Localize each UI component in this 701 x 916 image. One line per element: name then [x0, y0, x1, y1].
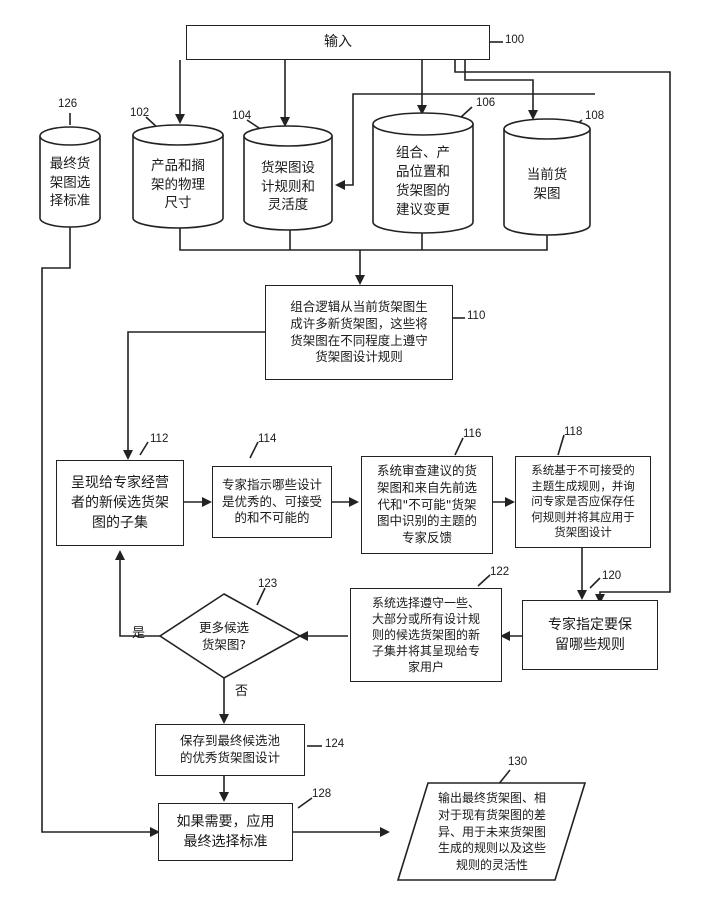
process-box-118: 系统基于不可接受的 主题生成规则，并询 问专家是否应保存任 何规则并将其应用于 …: [515, 456, 651, 548]
ref-124: 124: [325, 738, 344, 750]
process-box-124: 保存到最终候选池 的优秀货架图设计: [155, 724, 305, 776]
process-box-120: 专家指定要保 留哪些规则: [522, 600, 658, 670]
edge-110-112: [128, 332, 265, 458]
input-label: 输入: [324, 32, 352, 52]
ref-118: 118: [564, 426, 582, 438]
ref-leader-118: [558, 435, 564, 455]
process-118-label: 系统基于不可接受的 主题生成规则，并询 问专家是否应保存任 何规则并将其应用于 …: [531, 463, 635, 541]
edge-db-bus: [180, 225, 547, 250]
ref-100: 100: [505, 34, 524, 46]
ref-114: 114: [258, 433, 276, 445]
ref-leader-128: [298, 798, 312, 808]
ref-leader-112: [140, 442, 148, 455]
ref-112: 112: [150, 433, 168, 445]
ref-102: 102: [130, 107, 149, 119]
process-128-label: 如果需要，应用 最终选择标准: [177, 812, 275, 853]
process-box-128: 如果需要，应用 最终选择标准: [158, 803, 293, 861]
ref-126: 126: [58, 98, 77, 110]
process-122-label: 系统选择遵守一些、 大部分或所有设计规 则的候选货架图的新 子集并将其呈现给专 …: [372, 595, 480, 676]
process-box-114: 专家指示哪些设计 是优秀的、可接受 的和不可能的: [212, 466, 332, 538]
process-110-label: 组合逻辑从当前货架图生 成许多新货架图，这些将 货架图在不同程度上遵守 货架图设…: [290, 299, 428, 367]
database-102-label: 产品和搁 架的物理 尺寸: [133, 150, 223, 220]
ref-leader-123: [257, 588, 265, 605]
ref-leader-122: [478, 575, 490, 586]
process-114-label: 专家指示哪些设计 是优秀的、可接受 的和不可能的: [222, 477, 322, 528]
ref-leader-120: [590, 578, 600, 588]
ref-116: 116: [463, 428, 481, 440]
edge-label-no: 否: [235, 680, 248, 699]
process-box-110: 组合逻辑从当前货架图生 成许多新货架图，这些将 货架图在不同程度上遵守 货架图设…: [265, 285, 453, 380]
ref-130: 130: [508, 756, 527, 768]
ref-leader-114: [250, 442, 258, 458]
ref-108: 108: [585, 110, 604, 122]
ref-leader-116: [455, 438, 463, 455]
database-106-label: 组合、产 品位置和 货架图的 建议变更: [373, 140, 473, 224]
process-124-label: 保存到最终候选池 的优秀货架图设计: [180, 733, 280, 767]
edge-label-yes: 是: [132, 622, 145, 641]
edge-input-108: [465, 60, 533, 118]
decision-123-label: 更多候选 货架图?: [168, 614, 280, 658]
ref-106: 106: [476, 97, 495, 109]
process-box-122: 系统选择遵守一些、 大部分或所有设计规 则的候选货架图的新 子集并将其呈现给专 …: [350, 588, 502, 682]
ref-120: 120: [602, 570, 621, 582]
process-box-116: 系统审查建议的货 架图和来自先前选 代和"不可能"货架 图中识别的主题的 专家反…: [361, 456, 493, 554]
process-112-label: 呈现给专家经营 者的新候选货架 图的子集: [71, 473, 169, 534]
process-120-label: 专家指定要保 留哪些规则: [548, 615, 632, 656]
process-box-112: 呈现给专家经营 者的新候选货架 图的子集: [56, 460, 184, 546]
ref-123: 123: [258, 578, 277, 590]
process-116-label: 系统审查建议的货 架图和来自先前选 代和"不可能"货架 图中识别的主题的 专家反…: [377, 463, 477, 547]
ref-128: 128: [312, 788, 331, 800]
ref-122: 122: [490, 566, 509, 578]
database-104-label: 货架图设 计规则和 灵活度: [244, 152, 332, 222]
database-108-label: 当前货 架图: [504, 150, 590, 220]
input-box: 输入: [186, 25, 490, 60]
database-126-label: 最终货 架图选 择标准: [40, 148, 100, 218]
output-130-label: 输出最终货架图、相 对于现有货架图的差 异、用于未来货架图 生成的规则以及这些 …: [408, 790, 576, 874]
ref-110: 110: [467, 310, 485, 322]
ref-104: 104: [232, 110, 251, 122]
